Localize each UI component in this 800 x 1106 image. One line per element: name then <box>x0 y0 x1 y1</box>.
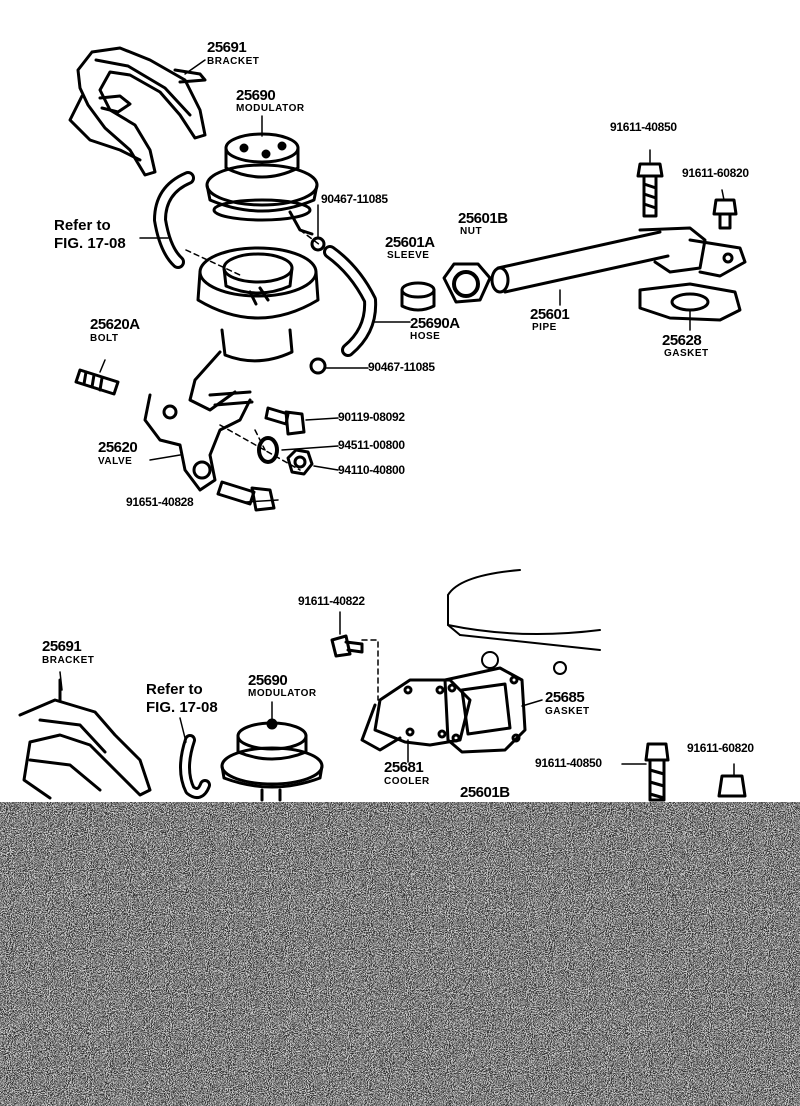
engine-block-outline <box>447 569 601 675</box>
gasket-number-label: 25628 <box>662 332 702 349</box>
stud-bolt-25620a-drawing <box>74 368 120 396</box>
hexnut-94110-40800-drawing <box>286 448 314 476</box>
valve-number-label: 25620 <box>98 439 138 456</box>
clamp-lower-drawing <box>309 357 327 375</box>
modulator-name-label: MODULATOR <box>236 103 305 114</box>
bracket-number-label: 25691 <box>207 39 247 56</box>
sleeve-name-label: SLEEVE <box>387 250 430 261</box>
pipe-25601-drawing <box>490 226 747 294</box>
bottom-bolt-left-label: 91611-40850 <box>535 756 602 770</box>
sleeve-number-label: 25601A <box>385 234 435 251</box>
bolt-right-label: 91611-60820 <box>682 166 749 180</box>
hose-name-label: HOSE <box>410 331 441 342</box>
scan-noise-region <box>0 802 800 1106</box>
bottom-refer-line2-label: FIG. 17-08 <box>146 699 218 716</box>
bolt-91611-40850-drawing <box>636 162 664 218</box>
bracket-25691-drawing <box>68 46 207 177</box>
clamp-lower-label: 90467-11085 <box>368 360 435 374</box>
nut-name-label: NUT <box>460 226 483 237</box>
valve-25620-drawing <box>143 246 320 492</box>
modulator-25690-drawing <box>205 132 319 236</box>
bolt-91611-60820-bottom-drawing <box>717 774 747 798</box>
bottom-modulator-number-label: 25690 <box>248 672 288 689</box>
leader-lines-top <box>99 59 725 503</box>
bottom-cooler-number-label: 25681 <box>384 759 424 776</box>
modulator-number-label: 25690 <box>236 87 276 104</box>
bottom-bracket-number-label: 25691 <box>42 638 82 655</box>
gasket-25685-drawing <box>443 666 527 754</box>
sleeve-25601a-drawing <box>400 281 436 312</box>
bolt-91651-40828-drawing <box>216 480 276 512</box>
washer-label: 94511-00800 <box>338 438 405 452</box>
bolt-90119-08092-drawing <box>264 406 306 436</box>
bottom-bolt-top-label: 91611-40822 <box>298 594 365 608</box>
refer-line2-label: FIG. 17-08 <box>54 235 126 252</box>
bolt-91651-label: 91651-40828 <box>126 495 194 509</box>
gasket-name-label: GASKET <box>664 348 709 359</box>
leader-lines-bottom <box>59 611 735 777</box>
pipe-name-label: PIPE <box>532 322 557 333</box>
nut-25601b-drawing <box>442 262 492 304</box>
nut-number-label: 25601B <box>458 210 508 227</box>
hexnut-label: 94110-40800 <box>338 463 405 477</box>
bolt-top-label: 91611-40850 <box>610 120 677 134</box>
bottom-refer-line1-label: Refer to <box>146 681 203 698</box>
bottom-gasket-name-label: GASKET <box>545 706 590 717</box>
washer-94511-00800-drawing <box>257 436 279 464</box>
stud-number-label: 25620A <box>90 316 140 333</box>
bottom-gasket-number-label: 25685 <box>545 689 585 706</box>
pipe-number-label: 25601 <box>530 306 570 323</box>
valve-name-label: VALVE <box>98 456 133 467</box>
bolt-91611-40822-drawing <box>330 634 364 658</box>
bottom-nut-label: 25601B <box>460 784 510 801</box>
bolt-91611-40850-bottom-drawing <box>644 742 670 802</box>
stud-name-label: BOLT <box>90 333 119 344</box>
dashed-leader-bottom <box>361 639 379 701</box>
bracket-name-label: BRACKET <box>207 56 260 67</box>
bracket-25691-bottom-drawing <box>18 678 152 800</box>
bolt-91611-60820-drawing <box>712 198 738 230</box>
bolt-90119-label: 90119-08092 <box>338 410 405 424</box>
bottom-bolt-right-label: 91611-60820 <box>687 741 754 755</box>
hose-number-label: 25690A <box>410 315 460 332</box>
clamp-upper-label: 90467-11085 <box>321 192 388 206</box>
bottom-modulator-name-label: MODULATOR <box>248 688 317 699</box>
refer-line1-label: Refer to <box>54 217 111 234</box>
bottom-cooler-name-label: COOLER <box>384 776 430 787</box>
modulator-25690-bottom-drawing <box>220 718 324 802</box>
bottom-bracket-name-label: BRACKET <box>42 655 95 666</box>
